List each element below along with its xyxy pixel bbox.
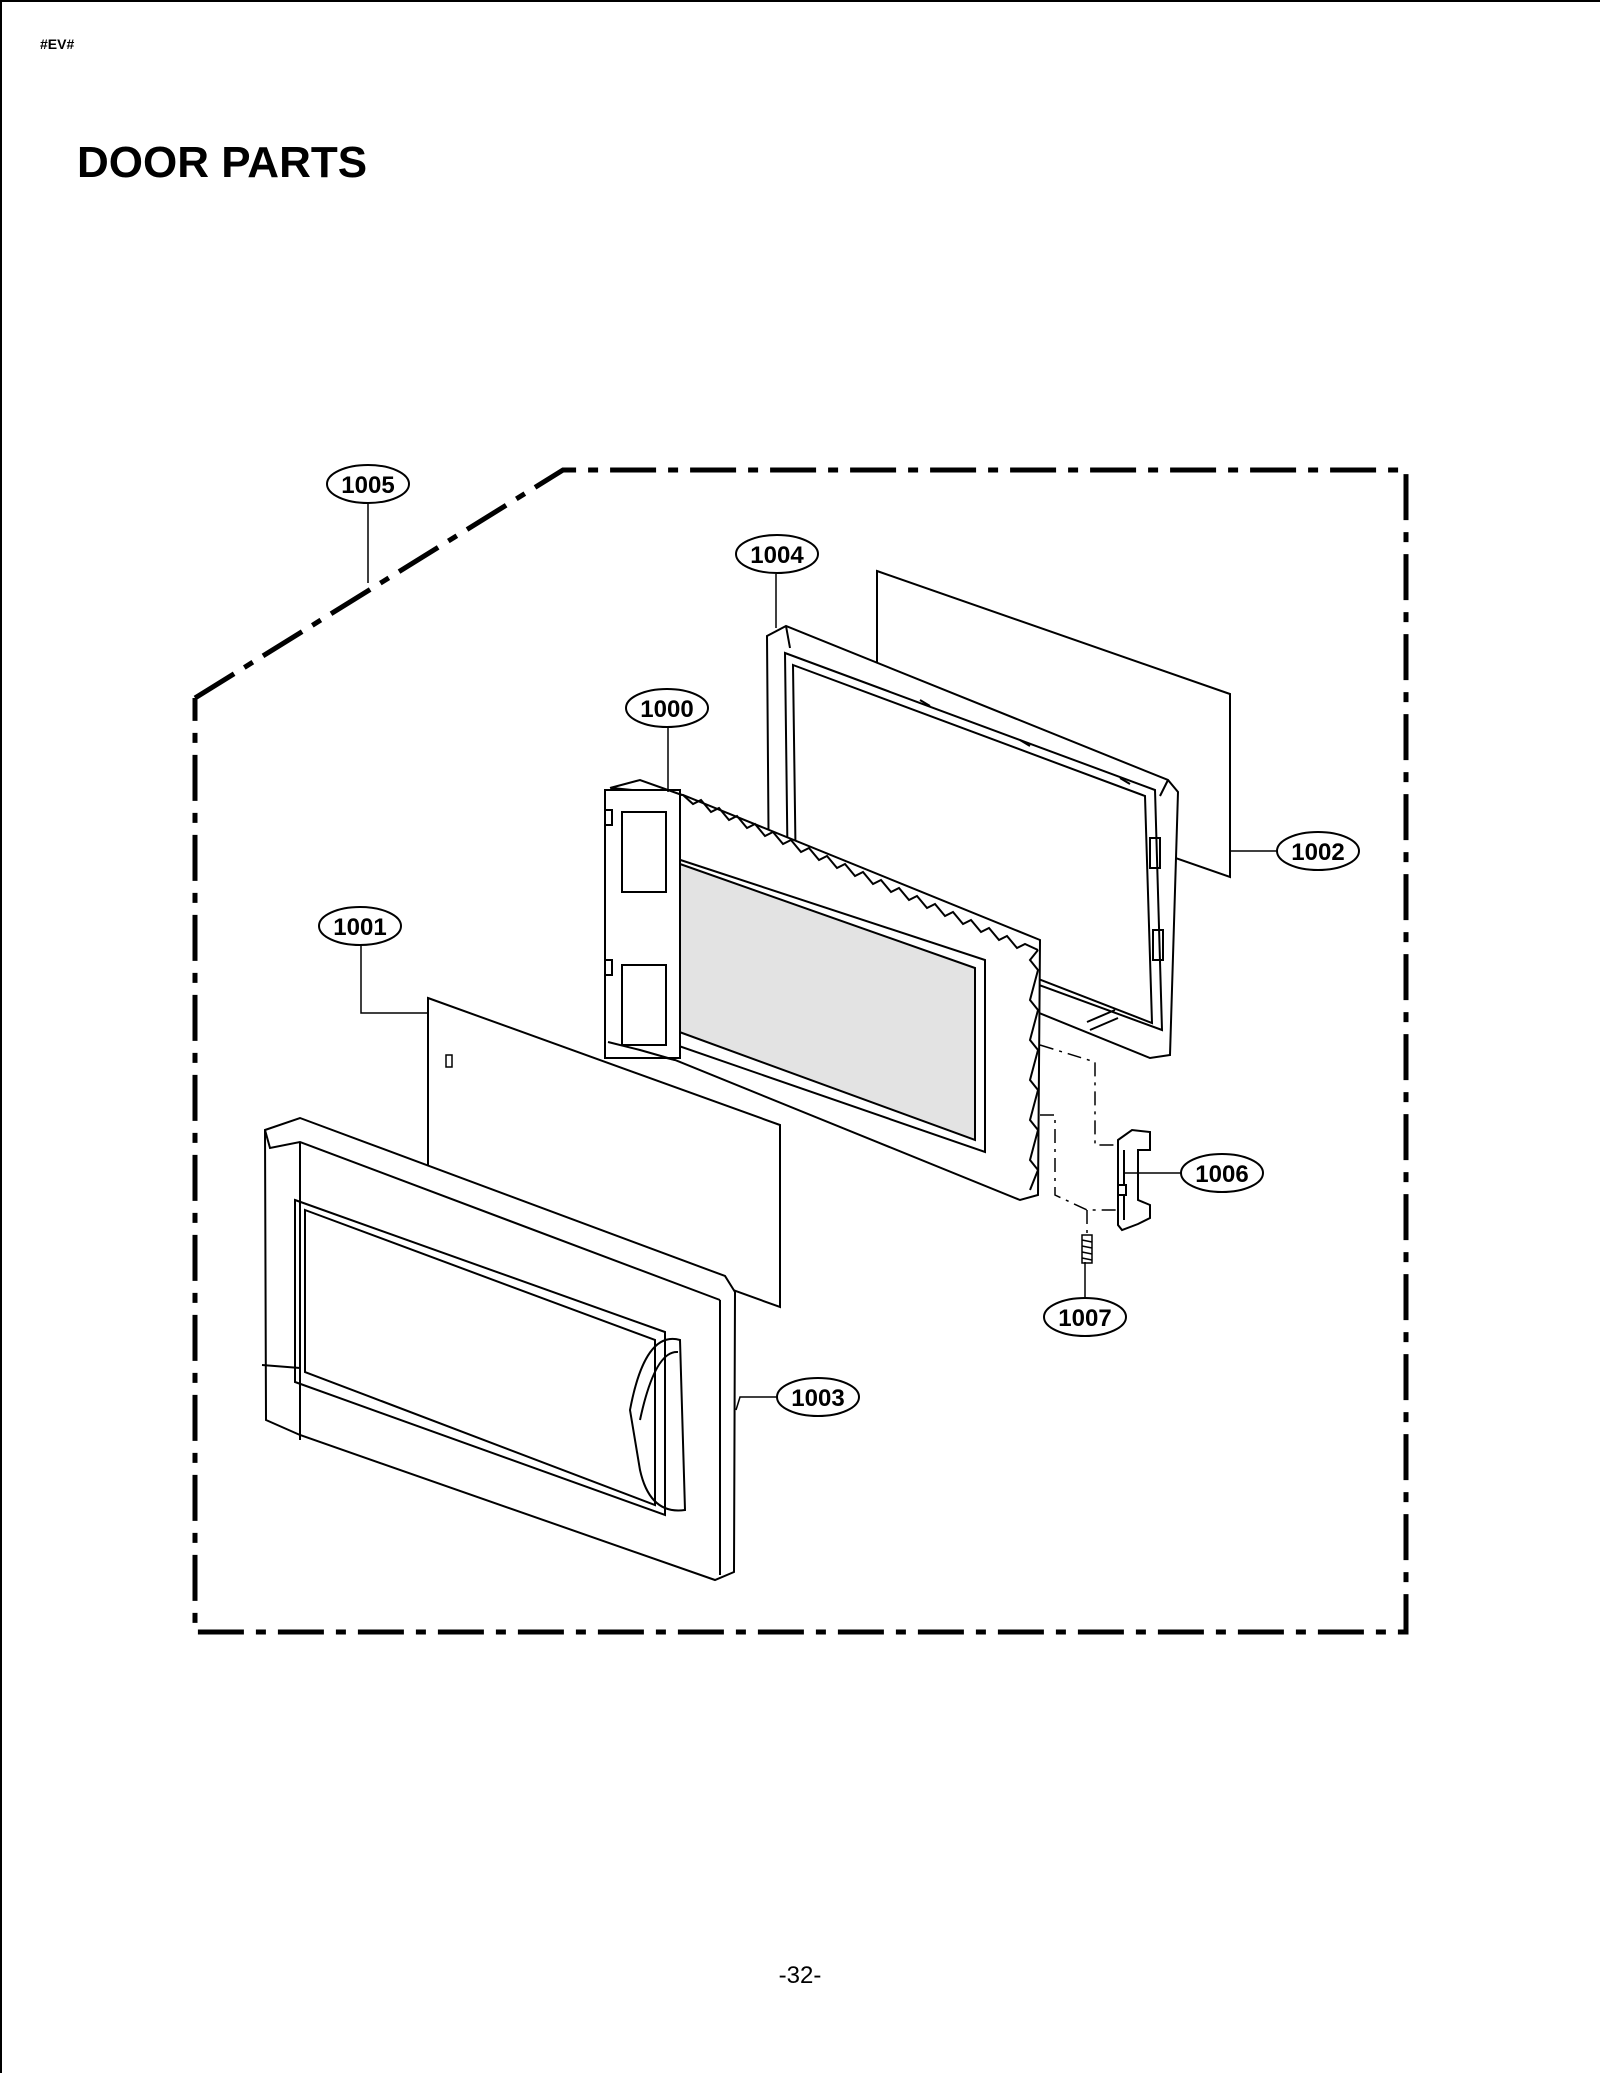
svg-text:1004: 1004: [750, 542, 804, 569]
svg-text:1007: 1007: [1058, 1305, 1111, 1332]
document-code: #EV#: [40, 36, 75, 52]
callout-1001: 1001: [318, 906, 402, 946]
callout-1005: 1005: [326, 464, 410, 504]
part-1007-spring: [1081, 1234, 1093, 1264]
callout-1006: 1006: [1180, 1153, 1264, 1193]
page-title: DOOR PARTS: [77, 138, 368, 187]
svg-text:1005: 1005: [341, 472, 394, 499]
page-number: -32-: [778, 1962, 822, 1989]
svg-text:1001: 1001: [333, 914, 386, 941]
svg-text:1006: 1006: [1195, 1161, 1248, 1188]
callout-1003: 1003: [776, 1377, 860, 1417]
part-1006-latch: [1117, 1128, 1151, 1232]
callout-1007: 1007: [1043, 1297, 1127, 1337]
svg-text:1002: 1002: [1291, 839, 1344, 866]
assembly-guide-lines: [1039, 1044, 1118, 1235]
part-1001-sheet: [427, 996, 781, 1309]
callout-1000: 1000: [625, 688, 709, 728]
callout-1004: 1004: [735, 534, 819, 574]
part-1000-door-inner: [604, 778, 1042, 1202]
leader-lines: [360, 504, 1280, 1411]
svg-text:1003: 1003: [791, 1385, 844, 1412]
svg-text:1000: 1000: [640, 696, 693, 723]
assembly-boundary: [192, 467, 1409, 1635]
part-1003-door-frame: [261, 1116, 737, 1582]
callout-1002: 1002: [1276, 831, 1360, 871]
